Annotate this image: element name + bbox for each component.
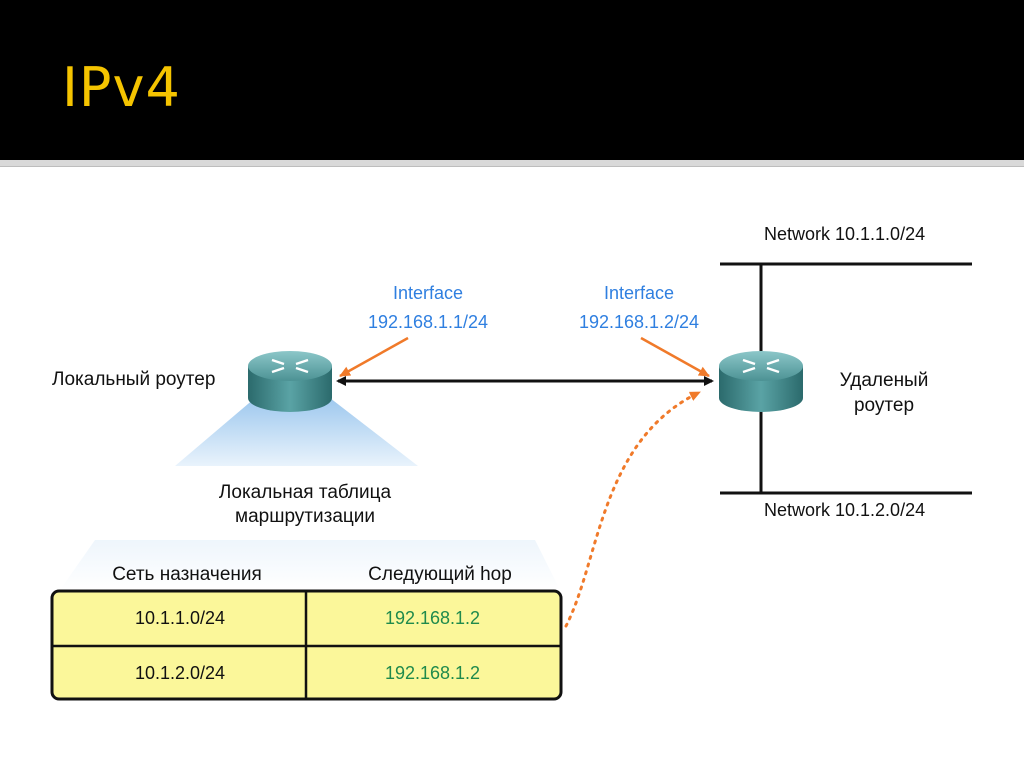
remote-interface-title: Interface — [603, 283, 675, 303]
local-interface-address: 192.168.1.1/24 — [367, 312, 489, 332]
remote-router-icon — [719, 351, 803, 412]
destination-cell-2: 10.1.2.0/24 — [134, 663, 226, 683]
next-hop-cell-1: 192.168.1.2 — [384, 608, 481, 628]
local-router-icon — [248, 351, 332, 412]
title-divider — [0, 160, 1024, 167]
title-bar: IPv4 — [0, 0, 1024, 160]
remote-interface-label: Interface 192.168.1.2/24 — [569, 279, 709, 337]
destination-header: Сеть назначения — [112, 564, 262, 585]
network-top-label: Network 10.1.1.0/24 — [764, 224, 926, 244]
local-interface-label: Interface 192.168.1.1/24 — [358, 279, 498, 337]
next-hop-header: Следующий hop — [368, 564, 512, 585]
slide-title: IPv4 — [62, 56, 181, 119]
next-hop-cell-2: 192.168.1.2 — [384, 663, 481, 683]
remote-interface-address: 192.168.1.2/24 — [578, 312, 700, 332]
remote-router-label-line2: роутер — [853, 395, 915, 416]
routing-table-caption-line2: маршрутизации — [235, 506, 375, 527]
routing-table-caption: Локальная таблица маршрутизации — [190, 481, 420, 529]
remote-interface-pointer — [640, 336, 710, 378]
local-interface-pointer — [339, 336, 409, 378]
network-bottom-label: Network 10.1.2.0/24 — [764, 500, 926, 520]
routing-table — [50, 589, 563, 701]
routing-table-cone — [175, 398, 418, 466]
remote-router-label: Удаленый роутер — [826, 368, 942, 418]
routing-table-fade — [60, 540, 560, 590]
remote-router-label-line1: Удаленый — [839, 370, 929, 391]
destination-cell-1: 10.1.1.0/24 — [134, 608, 226, 628]
local-router-label: Локальный роутер — [52, 369, 216, 390]
next-hop-dotted-arrow — [564, 390, 702, 628]
routing-table-caption-line1: Локальная таблица — [218, 482, 392, 503]
local-interface-title: Interface — [392, 283, 464, 303]
